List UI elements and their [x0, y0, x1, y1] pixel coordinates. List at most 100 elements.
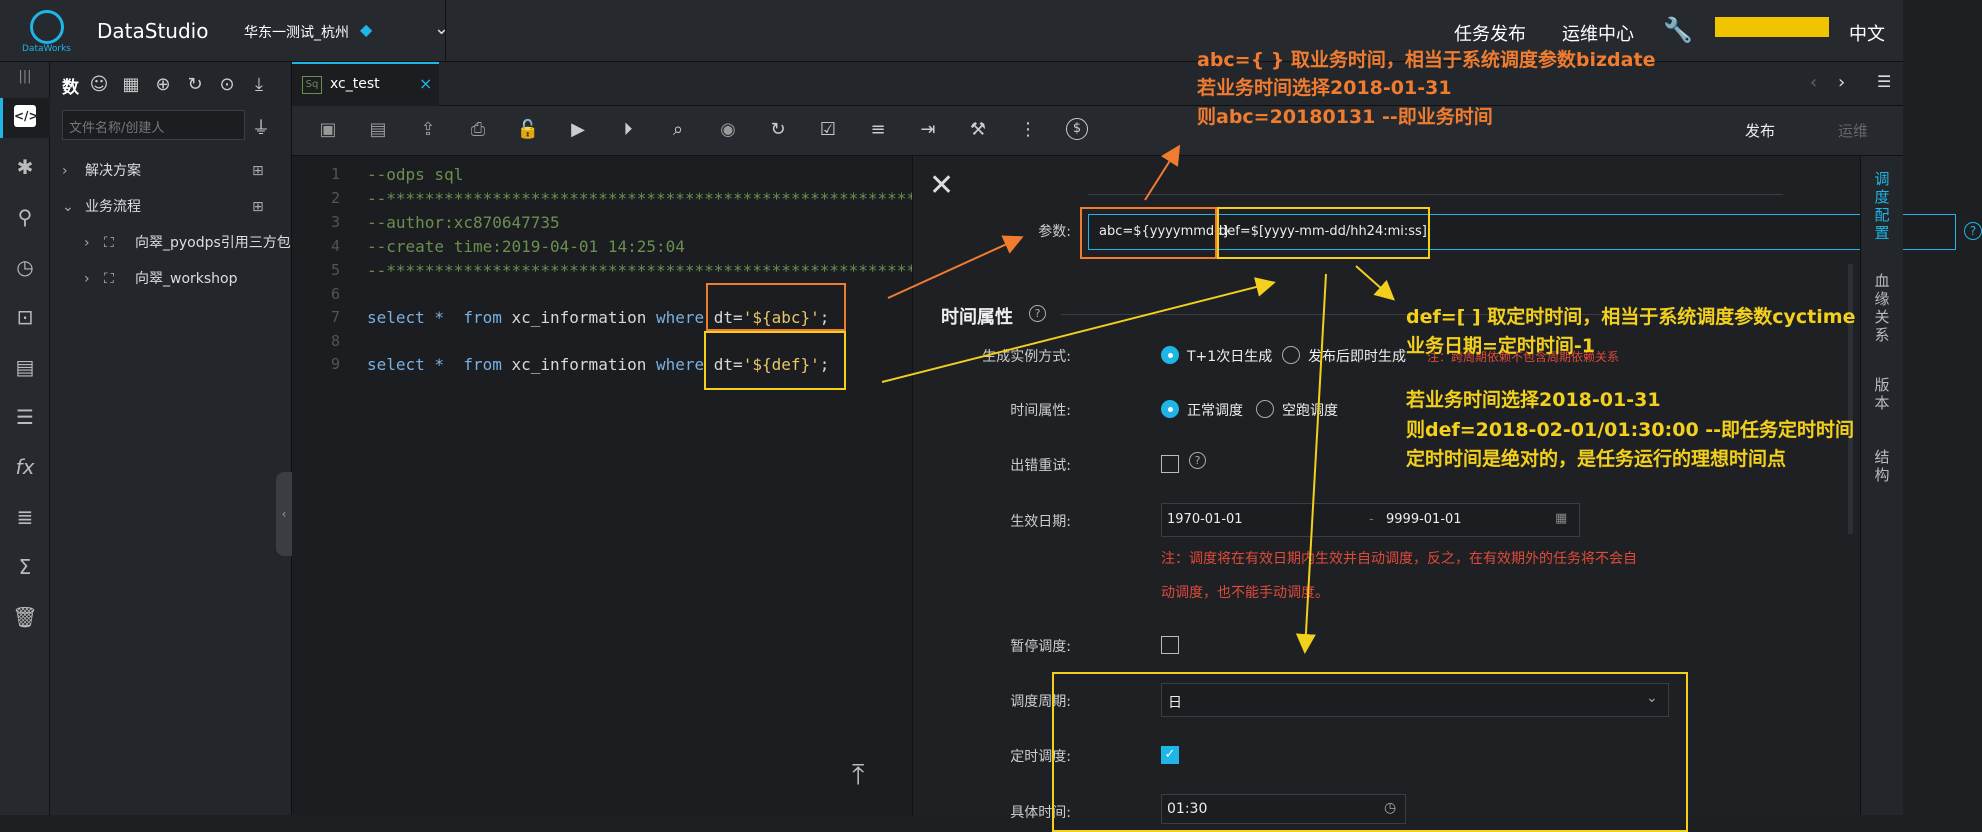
lock-icon[interactable]: 🔓 — [516, 119, 540, 140]
search-icon[interactable]: ⚲ — [17, 205, 33, 229]
side-tab-structure[interactable]: 结构 — [1873, 448, 1891, 484]
tab-next-icon[interactable]: › — [1838, 72, 1846, 93]
export-icon[interactable]: ⇥ — [920, 119, 936, 140]
tree-row-workflows[interactable]: ⌄ 业务流程 ⊞ — [50, 190, 292, 224]
scroll-top-icon[interactable]: ⤒ — [852, 758, 865, 791]
help-icon[interactable]: ? — [1964, 222, 1982, 240]
code-line: --create time:2019-04-01 14:25:04 — [367, 237, 685, 256]
code-token: where — [655, 308, 705, 327]
user-icon[interactable]: ☺ — [89, 74, 109, 95]
sigma-icon[interactable]: Σ — [18, 555, 32, 579]
list-icon[interactable]: ☰ — [16, 405, 34, 429]
clock-icon[interactable]: ◷ — [16, 255, 34, 279]
submit-icon[interactable]: ⇪ — [420, 119, 436, 140]
puzzle-icon[interactable]: ✱ — [16, 155, 34, 179]
file-search-input[interactable]: 文件名称/创建人 — [62, 110, 245, 140]
tab-xc-test[interactable]: Sq xc_test × — [292, 62, 439, 106]
tree-row-pyodps[interactable]: › ⛶ 向翠_pyodps引用三方包 — [50, 226, 292, 260]
pause-checkbox[interactable] — [1161, 636, 1179, 654]
date-end: 9999-01-01 — [1386, 512, 1462, 527]
steal-lock-icon[interactable]: ⎙ — [470, 119, 486, 140]
arrow-abc — [887, 235, 1024, 299]
calendar-icon[interactable]: ▦ — [122, 74, 140, 95]
check-icon[interactable]: ☑ — [819, 119, 837, 140]
import-icon[interactable]: ⊡ — [16, 305, 34, 329]
run-icon[interactable]: ▶ — [571, 119, 585, 140]
code-token: xc_information — [501, 355, 656, 374]
code-icon[interactable]: </> — [14, 105, 39, 127]
run-with-params-icon[interactable]: ⏵ — [623, 119, 633, 140]
close-tab-icon[interactable]: × — [419, 74, 433, 93]
params-input[interactable]: abc=${yyyymmdd} def=$[yyyy-mm-dd/hh24:mi… — [1088, 214, 1956, 250]
refresh-icon[interactable]: ↻ — [187, 74, 203, 95]
cycle-select[interactable]: 日 ⌄ — [1161, 683, 1669, 717]
highlight-def-sql — [704, 331, 846, 390]
close-panel-icon[interactable]: ✕ — [929, 168, 955, 203]
download-icon[interactable]: ⤓ — [255, 74, 263, 95]
retry-checkbox[interactable] — [1161, 455, 1179, 473]
cost-icon[interactable]: $ — [1066, 118, 1088, 140]
side-tab-schedule[interactable]: 调度配置 — [1873, 170, 1891, 242]
save-as-icon[interactable]: ▤ — [369, 119, 387, 140]
calendar-icon[interactable]: ▦ — [1555, 511, 1568, 526]
grid-icon[interactable]: ⊞ — [252, 199, 264, 215]
specific-time-input[interactable]: 01:30 ◷ — [1161, 794, 1406, 824]
effective-date-label: 生效日期: — [1010, 514, 1071, 530]
tools-icon[interactable]: ⚒ — [969, 119, 987, 140]
tree-row-workshop[interactable]: › ⛶ 向翠_workshop — [50, 262, 292, 296]
nav-ops-center[interactable]: 运维中心 — [1562, 24, 1634, 45]
stop-icon[interactable]: ◉ — [720, 119, 736, 140]
grid-icon[interactable]: ⊞ — [252, 163, 264, 179]
side-tab-version[interactable]: 版本 — [1873, 376, 1891, 412]
new-file-icon[interactable]: ⊕ — [155, 74, 171, 95]
section-title: 时间属性 — [941, 307, 1013, 328]
language-switch[interactable]: 中文 — [1849, 24, 1885, 45]
side-tab-lineage[interactable]: 血缘关系 — [1873, 272, 1891, 344]
trash-icon[interactable]: 🗑 — [12, 605, 38, 629]
table-icon[interactable]: ▤ — [15, 355, 35, 379]
tab-menu-icon[interactable]: ☰ — [1877, 72, 1892, 91]
radio-t1[interactable] — [1161, 346, 1179, 364]
help-icon[interactable]: ? — [1189, 452, 1206, 469]
timed-checkbox[interactable]: ✓ — [1161, 746, 1179, 764]
wrench-icon[interactable]: 🔧 — [1663, 16, 1693, 44]
side-tab-label: 血缘关系 — [1874, 272, 1890, 344]
panel-scrollbar[interactable] — [1848, 264, 1853, 534]
collapse-handle[interactable]: ‹ — [276, 472, 292, 556]
sql-file-icon: Sq — [302, 76, 322, 94]
menu-icon[interactable]: ||| — [18, 69, 32, 84]
effective-date-range[interactable]: 1970-01-01 - 9999-01-01 ▦ — [1161, 503, 1580, 537]
more-icon[interactable]: ⋮ — [1019, 119, 1037, 140]
tree-label: 向翠_pyodps引用三方包 — [135, 235, 291, 251]
save-icon[interactable]: ▣ — [319, 119, 337, 140]
clock-icon[interactable]: ◷ — [1384, 800, 1397, 816]
specific-time-value: 01:30 — [1167, 801, 1208, 817]
radio-normal[interactable] — [1161, 400, 1179, 418]
tab-data-dev[interactable]: 数 — [62, 78, 79, 98]
tab-prev-icon[interactable]: ‹ — [1810, 72, 1818, 93]
reload-icon[interactable]: ↻ — [770, 119, 786, 140]
file-tree-panel: 数 ☺ ▦ ⊕ ↻ ⊙ ⤓ 文件名称/创建人 ⏚ › 解决方案 ⊞ ⌄ 业务流程… — [50, 62, 292, 815]
cycle-value: 日 — [1168, 695, 1182, 711]
chevron-right-icon: › — [62, 163, 68, 179]
stack-icon[interactable]: ≣ — [16, 505, 34, 529]
format-icon[interactable]: ≡ — [870, 119, 886, 140]
locate-icon[interactable]: ⊙ — [219, 74, 235, 95]
filter-icon[interactable]: ⏚ — [252, 118, 270, 139]
diamond-icon: ◆ — [360, 20, 373, 39]
code-token: ; — [819, 308, 830, 327]
help-icon[interactable]: ? — [1029, 305, 1046, 322]
workspace-name[interactable]: 华东一测试_杭州 — [244, 25, 349, 41]
function-icon[interactable]: fx — [15, 455, 35, 479]
preview-icon[interactable]: ⌕ — [672, 119, 684, 140]
tree-row-solutions[interactable]: › 解决方案 ⊞ — [50, 154, 292, 188]
radio-dry-run[interactable] — [1256, 400, 1274, 418]
publish-button[interactable]: 发布 — [1745, 122, 1776, 140]
right-side-tabs: 调度配置 血缘关系 版本 结构 — [1860, 156, 1903, 815]
radio-immediate[interactable] — [1282, 346, 1300, 364]
code-line: --**************************************… — [367, 189, 945, 208]
nav-task-publish[interactable]: 任务发布 — [1454, 24, 1526, 45]
highlight-def-param — [1217, 207, 1430, 259]
ops-button[interactable]: 运维 — [1838, 122, 1869, 140]
